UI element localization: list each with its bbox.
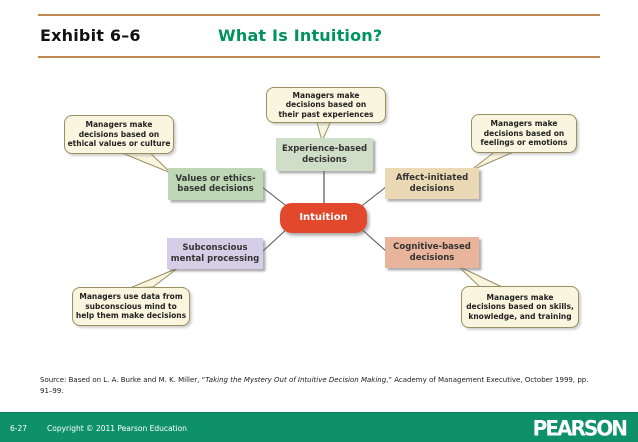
page-title: What Is Intuition? <box>218 26 383 45</box>
node-subconscious-processing: Subconscious mental processing <box>167 238 263 269</box>
copyright-text: Copyright © 2011 Pearson Education <box>47 423 187 433</box>
source-article-title: Taking the Mystery Out of Intuitive Deci… <box>205 376 387 384</box>
pearson-logo: PEARSON <box>532 415 628 441</box>
callout-experience: Managers make decisions based on their p… <box>266 87 386 123</box>
header-rule-bottom <box>38 56 600 58</box>
source-note: Source: Based on L. A. Burke and M. K. M… <box>40 375 598 396</box>
footer-bar: 6-27 Copyright © 2011 Pearson Education … <box>0 412 638 442</box>
exhibit-label: Exhibit 6–6 <box>40 26 141 45</box>
intuition-center-node: Intuition <box>280 203 367 233</box>
callout-values: Managers make decisions based on ethical… <box>64 115 174 154</box>
callout-subconscious: Managers use data from subconscious mind… <box>72 287 190 326</box>
source-suffix: ,” Academy of Management Executive, Octo… <box>40 376 589 395</box>
node-affect-decisions: Affect-initiated decisions <box>385 168 479 199</box>
node-values-decisions: Values or ethics- based decisions <box>168 168 263 200</box>
page-number: 6-27 <box>10 423 28 433</box>
source-prefix: Source: Based on L. A. Burke and M. K. M… <box>40 376 206 384</box>
node-experience-decisions: Experience-based decisions <box>276 138 373 171</box>
node-cognitive-decisions: Cognitive-based decisions <box>385 237 479 268</box>
callout-affect: Managers make decisions based on feeling… <box>471 114 577 153</box>
header-rule-top <box>38 14 600 16</box>
callout-cognitive: Managers make decisions based on skills,… <box>461 286 579 328</box>
